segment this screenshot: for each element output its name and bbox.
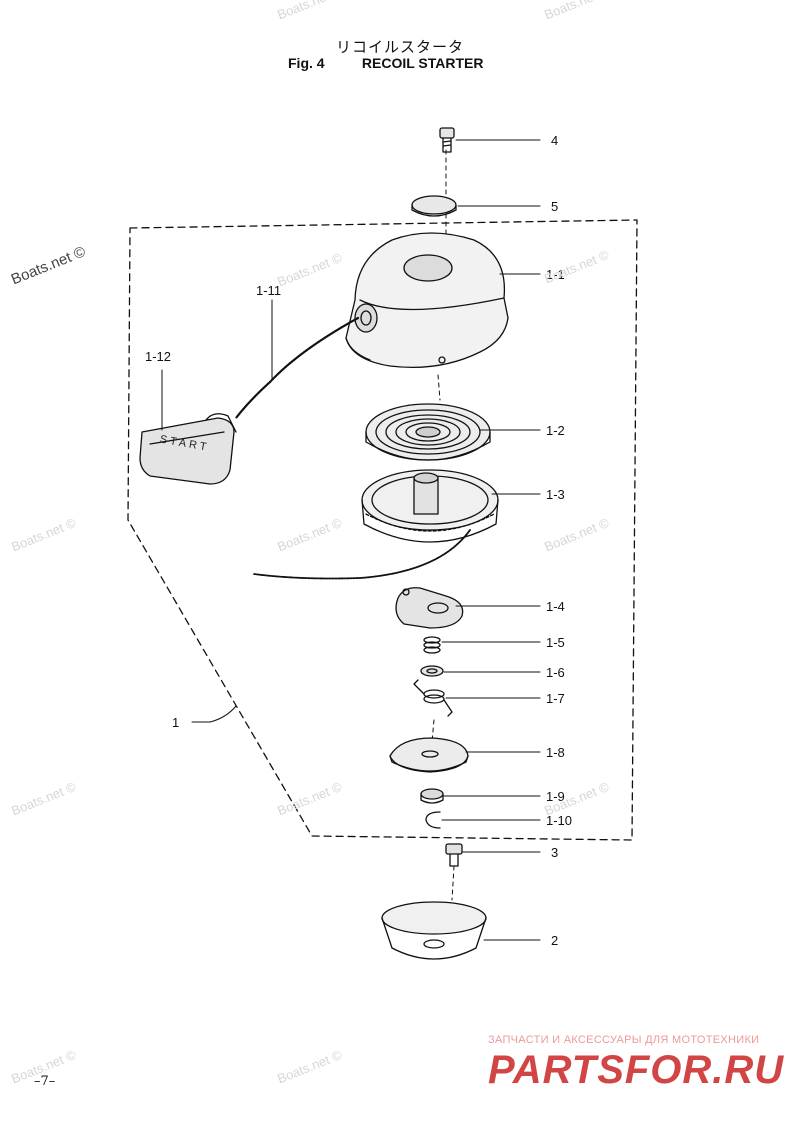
callout-5: 5 — [551, 199, 559, 214]
part-cap-5 — [411, 195, 457, 217]
part-starter-case-1-1 — [345, 232, 509, 369]
callout-1-2: 1-2 — [546, 423, 565, 438]
part-torsion-spring-1-7 — [413, 679, 453, 717]
assembly-boundary — [127, 219, 638, 841]
callout-1-3: 1-3 — [546, 487, 565, 502]
title-japanese: リコイルスタータ — [335, 38, 464, 56]
brand-name: PARTSFOR.RU — [488, 1048, 785, 1092]
figure-number: Fig. 4 — [288, 55, 325, 71]
callout-1: 1 — [172, 715, 180, 730]
part-bolt-4 — [439, 127, 455, 153]
callout-1-7: 1-7 — [546, 691, 565, 706]
callout-1-9: 1-9 — [546, 789, 565, 804]
part-reel-1-3 — [361, 469, 499, 543]
part-spring-1-2 — [365, 403, 491, 461]
callout-1-5: 1-5 — [546, 635, 565, 650]
callout-1-4: 1-4 — [546, 599, 565, 614]
figure-caption: RECOIL STARTER — [361, 55, 484, 71]
callout-4: 4 — [551, 133, 559, 148]
part-bolt-3 — [445, 843, 463, 867]
part-plate-1-8 — [389, 737, 469, 773]
part-washer-1-6 — [420, 665, 444, 677]
part-handle-1-12 — [139, 413, 237, 485]
callout-1-12: 1-12 — [145, 349, 172, 364]
callout-1-6: 1-6 — [546, 665, 565, 680]
callout-1-8: 1-8 — [546, 745, 565, 760]
part-ratchet-1-4 — [395, 587, 464, 629]
callout-1-11: 1-11 — [256, 283, 282, 298]
part-clip-1-10 — [425, 811, 441, 829]
part-rope-1-11 — [234, 316, 360, 420]
brand-logo: ЗАПЧАСТИ И АКСЕССУАРЫ ДЛЯ МОТОТЕХНИКИ PA… — [488, 1034, 784, 1093]
part-spring-1-5 — [423, 636, 441, 654]
brand-subtitle: ЗАПЧАСТИ И АКСЕССУАРЫ ДЛЯ МОТОТЕХНИКИ — [488, 1034, 760, 1046]
callout-2: 2 — [551, 933, 559, 948]
page-number: –7– — [34, 1074, 56, 1089]
leader-lines — [161, 139, 541, 941]
part-cup-2 — [381, 901, 487, 960]
figure-title: Fig. 4 RECOIL STARTER — [288, 55, 484, 71]
part-nut-1-9 — [420, 788, 444, 804]
callout-1-1: 1-1 — [546, 267, 565, 282]
callout-1-10: 1-10 — [546, 813, 573, 828]
callout-3: 3 — [551, 845, 559, 860]
